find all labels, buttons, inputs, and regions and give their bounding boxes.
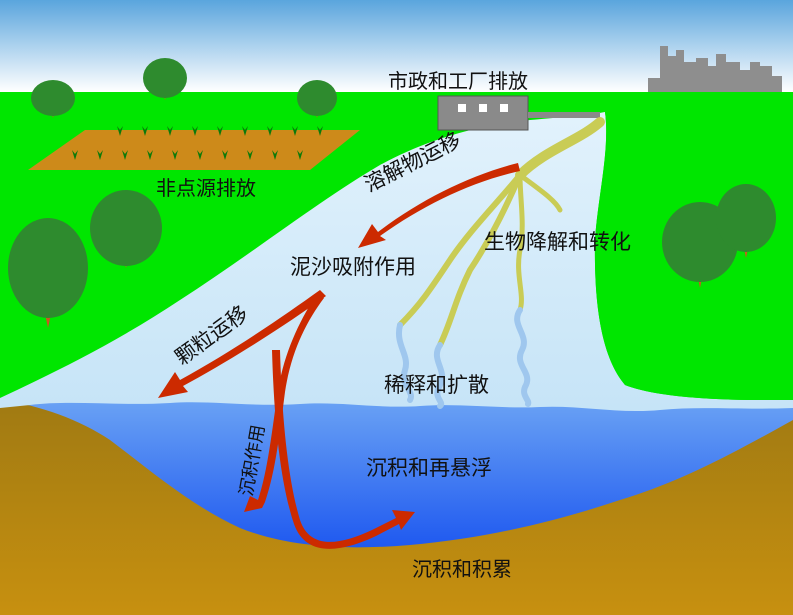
label-municipal-industrial-discharge: 市政和工厂排放 — [388, 69, 528, 93]
label-sedimentation-resuspension: 沉积和再悬浮 — [366, 456, 492, 480]
tree-3 — [297, 80, 337, 118]
tree-2 — [143, 58, 187, 100]
label-deposition-accumulation: 沉积和积累 — [412, 557, 512, 581]
crop-rows — [72, 126, 323, 160]
crop-9 — [317, 126, 323, 136]
arrow-resuspension — [272, 350, 415, 549]
tree-1 — [31, 80, 75, 118]
tree-2-canopy — [143, 58, 187, 98]
discharge-pipe — [528, 112, 600, 118]
label-biodegradation-transformation: 生物降解和转化 — [484, 230, 631, 254]
arrows — [158, 163, 520, 549]
plume-branch-4 — [516, 172, 525, 313]
plume-branch-3 — [517, 172, 563, 213]
crop-7 — [267, 126, 273, 136]
city-skyline — [648, 46, 782, 92]
factory-window-1 — [458, 104, 466, 112]
tree-4 — [90, 190, 162, 268]
label-dilution-diffusion: 稀释和扩散 — [384, 373, 489, 397]
tree-3-canopy — [297, 80, 337, 116]
tree-1-canopy — [31, 80, 75, 116]
plume-branch-2 — [437, 172, 523, 348]
crop-8 — [292, 126, 298, 136]
diffusion-plume — [395, 307, 532, 409]
factory — [437, 95, 600, 131]
crop-6 — [242, 126, 248, 136]
crop-17 — [247, 150, 253, 160]
crop-5 — [217, 126, 223, 136]
crop-15 — [197, 150, 203, 160]
farm-field — [28, 130, 360, 170]
river-surface — [0, 112, 793, 412]
label-sediment-adsorption: 泥沙吸附作用 — [290, 255, 416, 279]
tree-4-canopy — [90, 190, 162, 266]
plume-main — [515, 117, 605, 180]
crop-4 — [192, 126, 198, 136]
arrow-particle-transport — [158, 290, 326, 398]
tree-5-canopy — [8, 218, 88, 318]
arrow-dissolved-transport — [358, 163, 520, 248]
river-water-body — [0, 400, 793, 548]
crop-13 — [147, 150, 153, 160]
diffusion-1 — [395, 322, 414, 403]
crop-1 — [117, 126, 123, 136]
tree-5 — [8, 218, 88, 328]
factory-window-3 — [500, 104, 508, 112]
diffusion-3 — [514, 307, 532, 407]
tree-7 — [716, 184, 776, 258]
crop-16 — [222, 150, 228, 160]
crop-19 — [297, 150, 303, 160]
factory-window-2 — [479, 104, 487, 112]
label-nonpoint-source-discharge: 非点源排放 — [156, 176, 256, 200]
crop-11 — [97, 150, 103, 160]
tree-7-canopy — [716, 184, 776, 252]
discharge-plume — [397, 117, 605, 348]
crop-14 — [172, 150, 178, 160]
crop-2 — [142, 126, 148, 136]
plume-branch-1 — [397, 172, 523, 328]
crop-12 — [122, 150, 128, 160]
crop-10 — [72, 150, 78, 160]
factory-building — [437, 95, 529, 131]
crop-3 — [167, 126, 173, 136]
diffusion-2 — [433, 342, 445, 409]
crop-18 — [272, 150, 278, 160]
